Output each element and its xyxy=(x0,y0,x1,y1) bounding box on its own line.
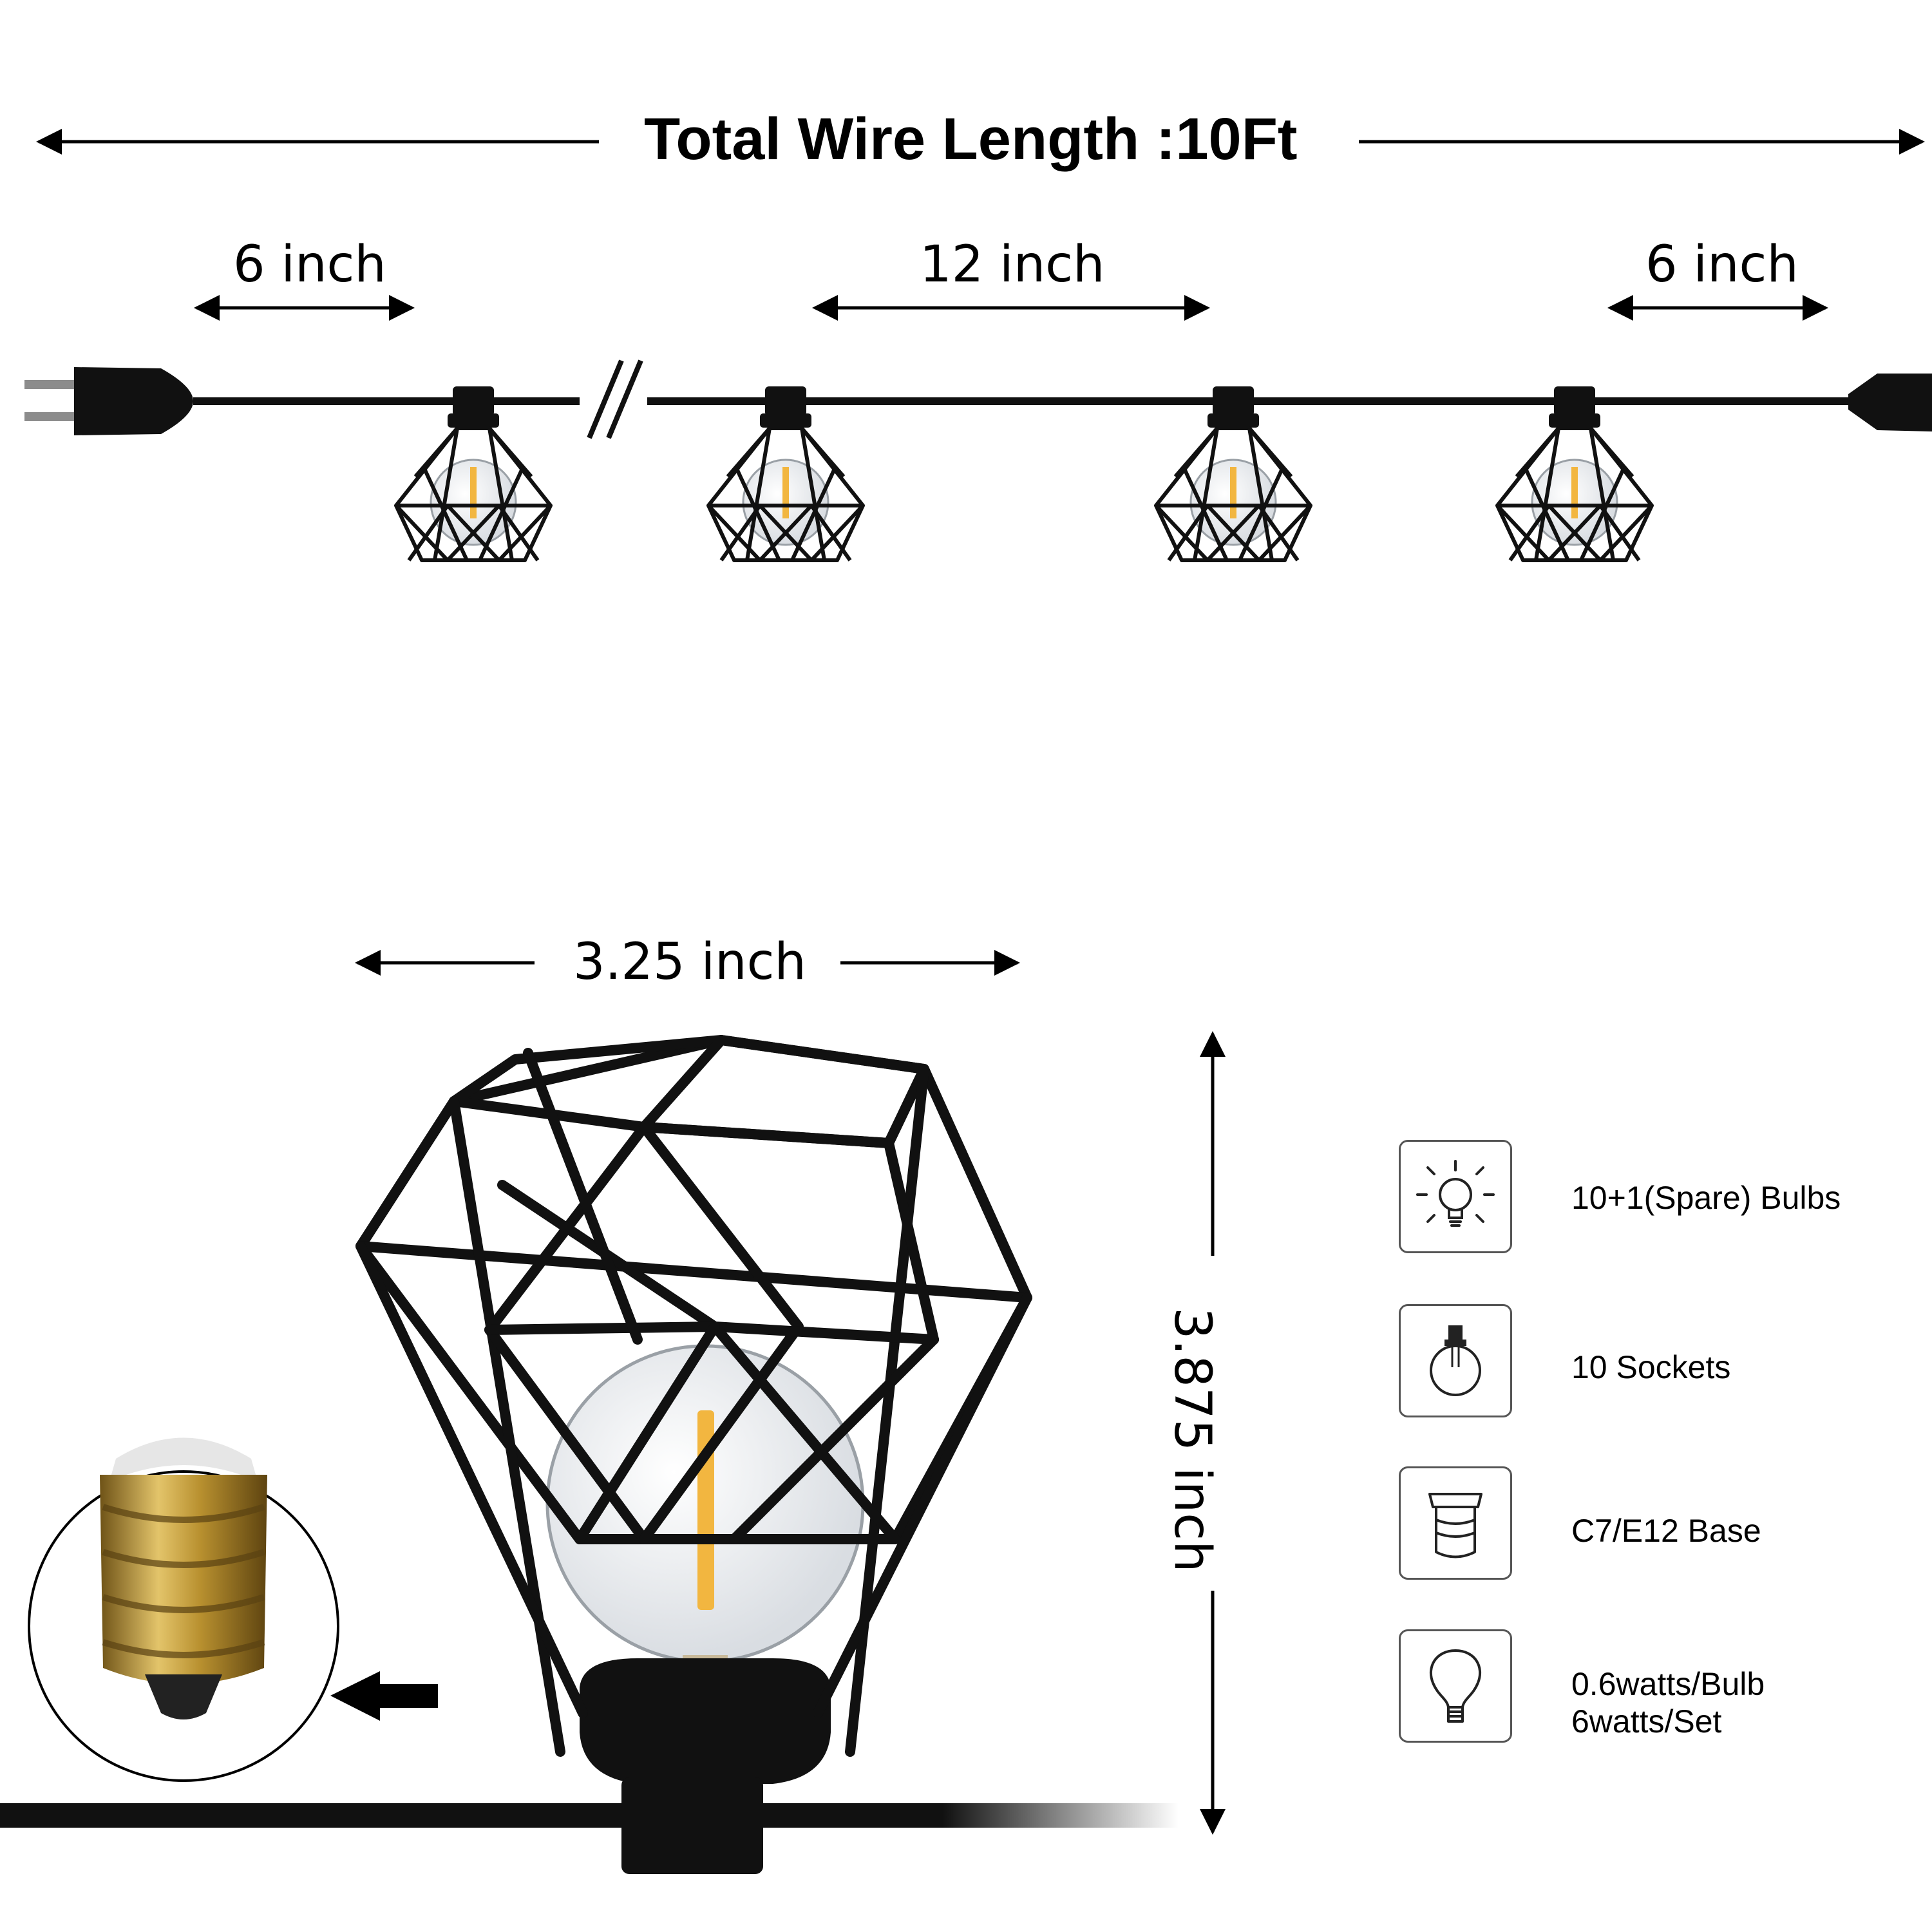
socket-bulb-icon xyxy=(1430,1325,1481,1396)
bulb-outline-icon xyxy=(1429,1649,1482,1723)
cage-lamp-3 xyxy=(1156,386,1311,560)
feature-base-box xyxy=(1399,1466,1512,1580)
large-socket xyxy=(580,1658,831,1784)
screw-base xyxy=(100,1475,267,1684)
large-cage-lamp xyxy=(355,1035,1032,1874)
cage-lamp-2 xyxy=(708,386,863,560)
feature-watts-text: 0.6watts/Bulb 6watts/Set xyxy=(1571,1665,1765,1740)
female-plug xyxy=(1848,374,1932,431)
feature-bulbs-box xyxy=(1399,1140,1512,1253)
total-wire-length-title: Total Wire Length :10Ft xyxy=(644,106,1298,172)
feature-bulbs-text: 10+1(Spare) Bulbs xyxy=(1571,1180,1841,1216)
feature-sockets-box xyxy=(1399,1304,1512,1417)
right-spacing-label: 6 inch xyxy=(1645,236,1799,294)
break-mark xyxy=(587,359,624,439)
feature-watts-line2: 6watts/Set xyxy=(1571,1703,1722,1739)
cage-lamp-1 xyxy=(396,386,551,560)
feature-watts-line1: 0.6watts/Bulb xyxy=(1571,1666,1765,1702)
shade-height-label: 3.875 inch xyxy=(1163,1307,1221,1573)
large-cord xyxy=(0,1803,1179,1828)
middle-spacing-label: 12 inch xyxy=(920,236,1105,294)
shade-width-label: 3.25 inch xyxy=(573,933,806,991)
feature-watts-box xyxy=(1399,1629,1512,1743)
male-plug xyxy=(24,367,193,435)
feature-sockets-text: 10 Sockets xyxy=(1571,1349,1731,1385)
cage-lamp-4 xyxy=(1497,386,1652,560)
left-spacing-label: 6 inch xyxy=(233,236,386,294)
feature-base-text: C7/E12 Base xyxy=(1571,1513,1761,1549)
screw-base-icon xyxy=(1428,1493,1482,1558)
sun-bulb-icon xyxy=(1416,1160,1495,1227)
closeup-pointer-arrow xyxy=(330,1671,438,1721)
base-closeup xyxy=(28,1437,339,1782)
